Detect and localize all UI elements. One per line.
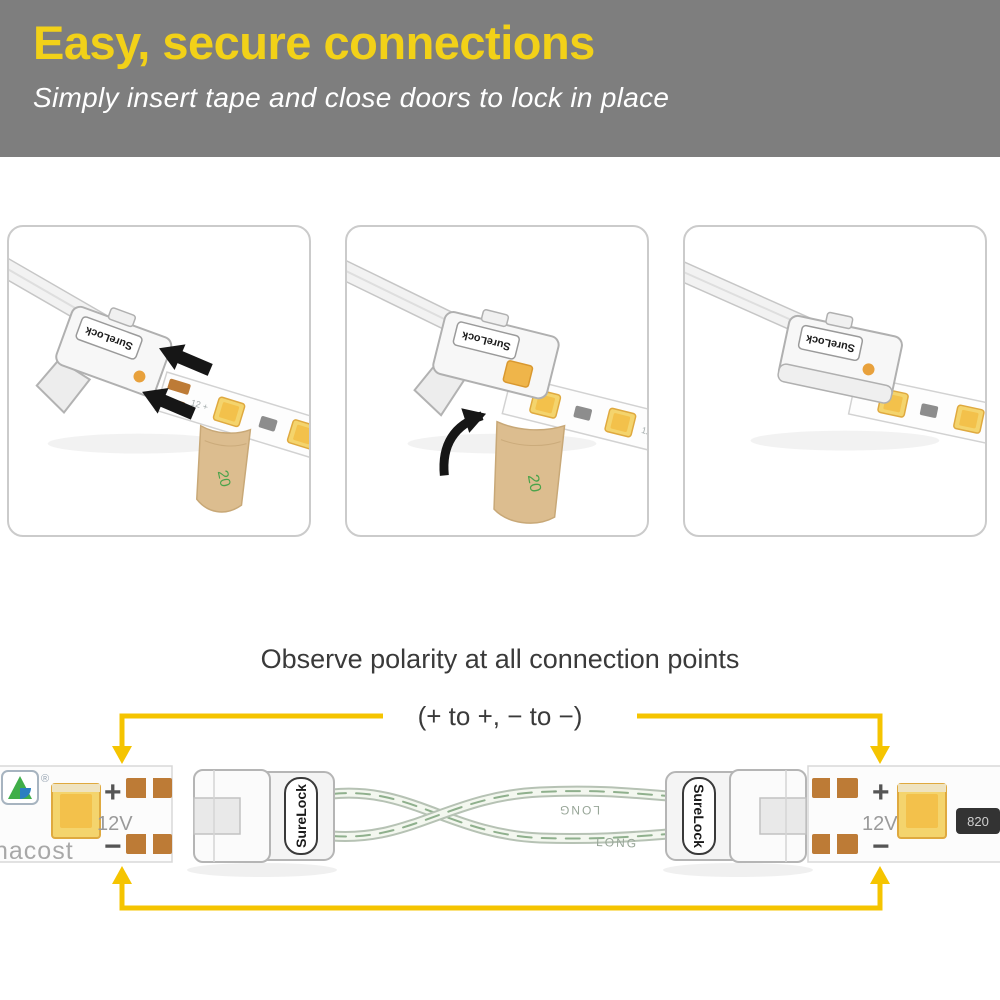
armacost-logo: ® (1, 770, 49, 805)
brand-plate (797, 324, 864, 362)
header-banner: Easy, secure connections Simply insert t… (0, 0, 1000, 157)
resistor (573, 405, 592, 421)
brand-label: SureLock (293, 784, 309, 848)
polarity-section: Observe polarity at all connection point… (0, 630, 1000, 1000)
arrow-up-icon (870, 866, 890, 884)
tape-slot (193, 797, 241, 835)
right-connector: SureLock (663, 769, 813, 877)
voltage-label: 12V (97, 813, 133, 835)
wire-print: LONG (596, 835, 638, 850)
minus-label: − (872, 830, 890, 863)
latch-tab (107, 307, 136, 328)
led-chip (51, 783, 101, 839)
insert-arrow-icon (142, 388, 196, 420)
brand-plate (452, 321, 520, 360)
strip-marking: 12 + (640, 425, 647, 439)
shadow (187, 863, 337, 877)
left-connector: SureLock (187, 769, 337, 877)
wire-upper (326, 787, 674, 845)
led-chip (953, 404, 985, 434)
voltage-label: 12V (862, 813, 898, 835)
brand-plate (284, 777, 318, 855)
polarity-subheading: (+ to +, − to −) (417, 701, 583, 731)
led-chip (604, 407, 637, 438)
latch-tab (825, 311, 854, 330)
led-chip (212, 396, 246, 428)
connector-door-open (35, 358, 92, 414)
shadow (663, 863, 813, 877)
step1-illustration: 12 + 20 (9, 241, 309, 513)
copper-pad (167, 378, 191, 395)
insert-arrows (142, 344, 213, 420)
insert-arrow-icon (159, 344, 213, 376)
latch-tab (480, 309, 510, 328)
brand-plate (75, 316, 143, 360)
wire-lower (326, 785, 674, 843)
left-led-strip: ® nacost + 12V − (0, 765, 173, 865)
step-card-locked: 12 + SureLock (683, 225, 987, 537)
resistor-label: 820 (967, 814, 989, 829)
led-through-window (502, 360, 534, 388)
polarity-arrowheads (112, 746, 890, 884)
liner-print: 20 (524, 473, 544, 494)
connector: SureLock (35, 305, 173, 414)
minus-label: − (104, 830, 122, 863)
adhesive-liner: 20 (493, 420, 566, 524)
registered-mark: ® (41, 773, 49, 785)
brand-label: SureLock (691, 784, 707, 848)
step-card-close: 12 + 20 SureLock (345, 225, 649, 537)
tape-slot (759, 797, 807, 835)
arrow-down-icon (870, 746, 890, 764)
connector: SureLock (777, 311, 903, 404)
page-title: Easy, secure connections (33, 16, 595, 69)
connector: SureLock (413, 309, 560, 417)
step2-illustration: 12 + 20 SureLock (347, 246, 647, 524)
close-door-arrow (439, 408, 487, 476)
resistor (919, 403, 939, 418)
connector-door-closed (777, 363, 893, 404)
led-chip (286, 419, 309, 450)
polarity-routing-lines (119, 713, 883, 911)
adhesive-liner: 20 (195, 424, 252, 513)
plus-label: + (872, 776, 890, 809)
polarity-heading: Observe polarity at all connection point… (260, 644, 740, 674)
polarity-diagram: ® nacost + 12V − (0, 713, 1000, 911)
plus-label: + (104, 776, 122, 809)
right-led-strip: + 12V − 820 (807, 765, 1000, 863)
resistor (258, 416, 278, 432)
led-chip (897, 783, 947, 839)
arrow-up-icon (112, 866, 132, 884)
arrow-down-icon (112, 746, 132, 764)
shadow (750, 430, 940, 451)
step-card-insert: 12 + 20 (7, 225, 311, 537)
brand-partial-label: nacost (0, 837, 74, 865)
led-strip: 12 + (154, 371, 309, 465)
led-through-window (133, 370, 146, 383)
brand-plate (682, 777, 716, 855)
liner-print: 20 (214, 469, 233, 489)
led-through-window (862, 363, 875, 376)
connector-wires (326, 785, 674, 845)
shadow (47, 433, 231, 454)
resistor: 820 (956, 808, 1000, 834)
wire-print-flipped: LONG (558, 803, 600, 817)
step3-illustration: 12 + SureLock (685, 250, 985, 451)
page-subtitle: Simply insert tape and close doors to lo… (33, 82, 670, 114)
